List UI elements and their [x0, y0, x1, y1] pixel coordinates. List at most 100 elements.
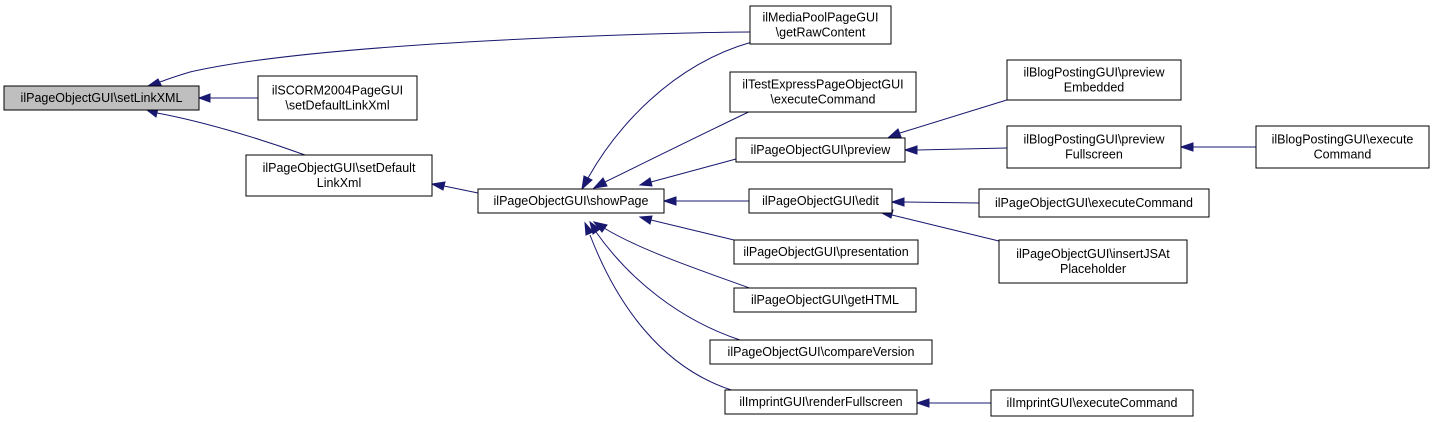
edge-arrowhead	[584, 221, 594, 236]
edge-line	[899, 98, 1011, 134]
edge-showPage-to-pogSetDefault	[430, 181, 479, 194]
node-label-line: ilImprintGUI\executeCommand	[1007, 396, 1178, 410]
node-box	[1006, 59, 1182, 101]
edge-imprintExecute-to-renderFullscreen	[915, 398, 991, 408]
nodes-layer: ilPageObjectGUI\setLinkXML ilMediaPoolPag…	[3, 5, 1430, 417]
edge-arrowhead	[638, 215, 653, 225]
edge-line	[603, 227, 756, 291]
edge-line	[891, 214, 1004, 243]
node-label-line: ilPageObjectGUI\getHTML	[751, 293, 899, 307]
edge-testExpress-to-showPage	[592, 107, 758, 189]
edge-compareVersion-to-showPage	[589, 220, 741, 341]
edge-getHTML-to-showPage	[592, 221, 756, 291]
edge-line	[589, 234, 739, 393]
node-box	[1006, 125, 1182, 169]
node-label-line: Command	[1314, 148, 1372, 162]
node-box	[477, 188, 665, 214]
node-label-line: ilPageObjectGUI\executeCommand	[995, 196, 1193, 210]
node-label-line: ilPageObjectGUI\compareVersion	[728, 345, 915, 359]
edge-arrowhead	[915, 398, 930, 408]
node-label-line: ilImprintGUI\renderFullscreen	[739, 395, 902, 409]
edge-arrowhead	[581, 175, 593, 191]
node-showPage[interactable]: ilPageObjectGUI\showPage	[477, 188, 665, 214]
node-presentation[interactable]: ilPageObjectGUI\presentation	[733, 239, 919, 265]
node-renderFullscreen[interactable]: ilImprintGUI\renderFullscreen	[724, 389, 918, 415]
node-label-line: Placeholder	[1060, 262, 1126, 276]
edge-pogExecute-to-edit	[890, 197, 980, 207]
node-box	[245, 154, 433, 197]
node-label-line: ilBlogPostingGUI\preview	[1023, 66, 1165, 80]
edge-line	[650, 158, 737, 183]
edge-arrowhead	[662, 196, 677, 206]
node-pogExecute[interactable]: ilPageObjectGUI\executeCommand	[978, 188, 1210, 218]
node-label-line: Embedded	[1064, 81, 1125, 95]
edge-line	[443, 185, 479, 194]
node-setLinkXML[interactable]: ilPageObjectGUI\setLinkXML	[3, 85, 200, 111]
edge-line	[156, 112, 306, 156]
node-label-line: ilPageObjectGUI\preview	[751, 143, 892, 157]
node-label-line: ilBlogPostingGUI\execute	[1272, 133, 1414, 147]
edge-blogPreviewEmbedded-to-preview	[887, 98, 1011, 138]
node-label-line: \setDefaultLinkXml	[285, 99, 389, 113]
node-label-line: ilPageObjectGUI\setLinkXML	[21, 91, 183, 105]
edge-blogPreviewFullscreen-to-preview	[903, 145, 1008, 155]
edge-presentation-to-showPage	[638, 215, 735, 241]
edge-line	[587, 41, 753, 179]
node-label-line: ilMediaPoolPageGUI	[762, 11, 878, 25]
node-label-line: \executeCommand	[771, 93, 876, 107]
edge-edit-to-showPage	[662, 196, 749, 206]
node-getHTML[interactable]: ilPageObjectGUI\getHTML	[733, 287, 917, 313]
edge-arrowhead	[1179, 142, 1194, 152]
edge-line	[650, 219, 735, 241]
node-pogSetDefault[interactable]: ilPageObjectGUI\setDefaultLinkXml	[245, 154, 433, 197]
node-box	[990, 389, 1194, 417]
node-scormSetDefault[interactable]: ilSCORM2004PageGUI\setDefaultLinkXml	[257, 75, 418, 121]
edge-blogExecute-to-blogPreviewFullscreen	[1179, 142, 1256, 152]
node-blogExecute[interactable]: ilBlogPostingGUI\executeCommand	[1255, 125, 1430, 169]
node-label-line: ilTestExpressPageObjectGUI	[742, 78, 903, 92]
edge-mpGetRaw-to-setLinkXML	[146, 31, 751, 88]
node-box	[1255, 125, 1430, 169]
node-label-line: ilPageObjectGUI\showPage	[494, 194, 649, 208]
node-testExpress[interactable]: ilTestExpressPageObjectGUI\executeComman…	[729, 71, 917, 113]
edges-layer	[145, 31, 1256, 408]
node-box	[998, 239, 1188, 284]
edge-line	[159, 31, 751, 83]
edge-arrowhead	[638, 177, 653, 187]
edge-mpGetRaw-to-showPage	[581, 41, 753, 191]
node-preview[interactable]: ilPageObjectGUI\preview	[735, 137, 906, 163]
edge-line	[903, 201, 980, 204]
edge-arrowhead	[890, 197, 905, 207]
edge-line	[604, 107, 758, 183]
edge-line	[595, 231, 741, 341]
edge-arrowhead	[430, 181, 446, 191]
edge-arrowhead	[887, 128, 902, 138]
node-label-line: \getRawContent	[776, 26, 866, 40]
node-box	[257, 75, 418, 121]
node-edit[interactable]: ilPageObjectGUI\edit	[748, 188, 893, 214]
node-label-line: ilBlogPostingGUI\preview	[1023, 133, 1165, 147]
node-box	[729, 71, 917, 113]
edge-arrowhead	[197, 93, 211, 103]
node-box	[735, 137, 906, 163]
node-label-line: ilSCORM2004PageGUI	[272, 84, 403, 98]
edge-preview-to-showPage	[638, 158, 737, 187]
node-box	[733, 287, 917, 313]
edge-arrowhead	[903, 145, 918, 155]
node-imprintExecute[interactable]: ilImprintGUI\executeCommand	[990, 389, 1194, 417]
node-label-line: ilPageObjectGUI\insertJSAt	[1016, 247, 1170, 261]
node-label-line: ilPageObjectGUI\presentation	[743, 245, 908, 259]
node-label-line: Fullscreen	[1065, 148, 1123, 162]
node-box	[749, 5, 892, 45]
node-box	[709, 339, 933, 365]
edge-renderFullscreen-to-showPage	[584, 221, 739, 393]
node-box	[748, 188, 893, 214]
node-compareVersion[interactable]: ilPageObjectGUI\compareVersion	[709, 339, 933, 365]
edge-line	[916, 147, 1008, 151]
node-mpGetRaw[interactable]: ilMediaPoolPageGUI\getRawContent	[749, 5, 892, 45]
node-label-line: ilPageObjectGUI\edit	[762, 194, 879, 208]
